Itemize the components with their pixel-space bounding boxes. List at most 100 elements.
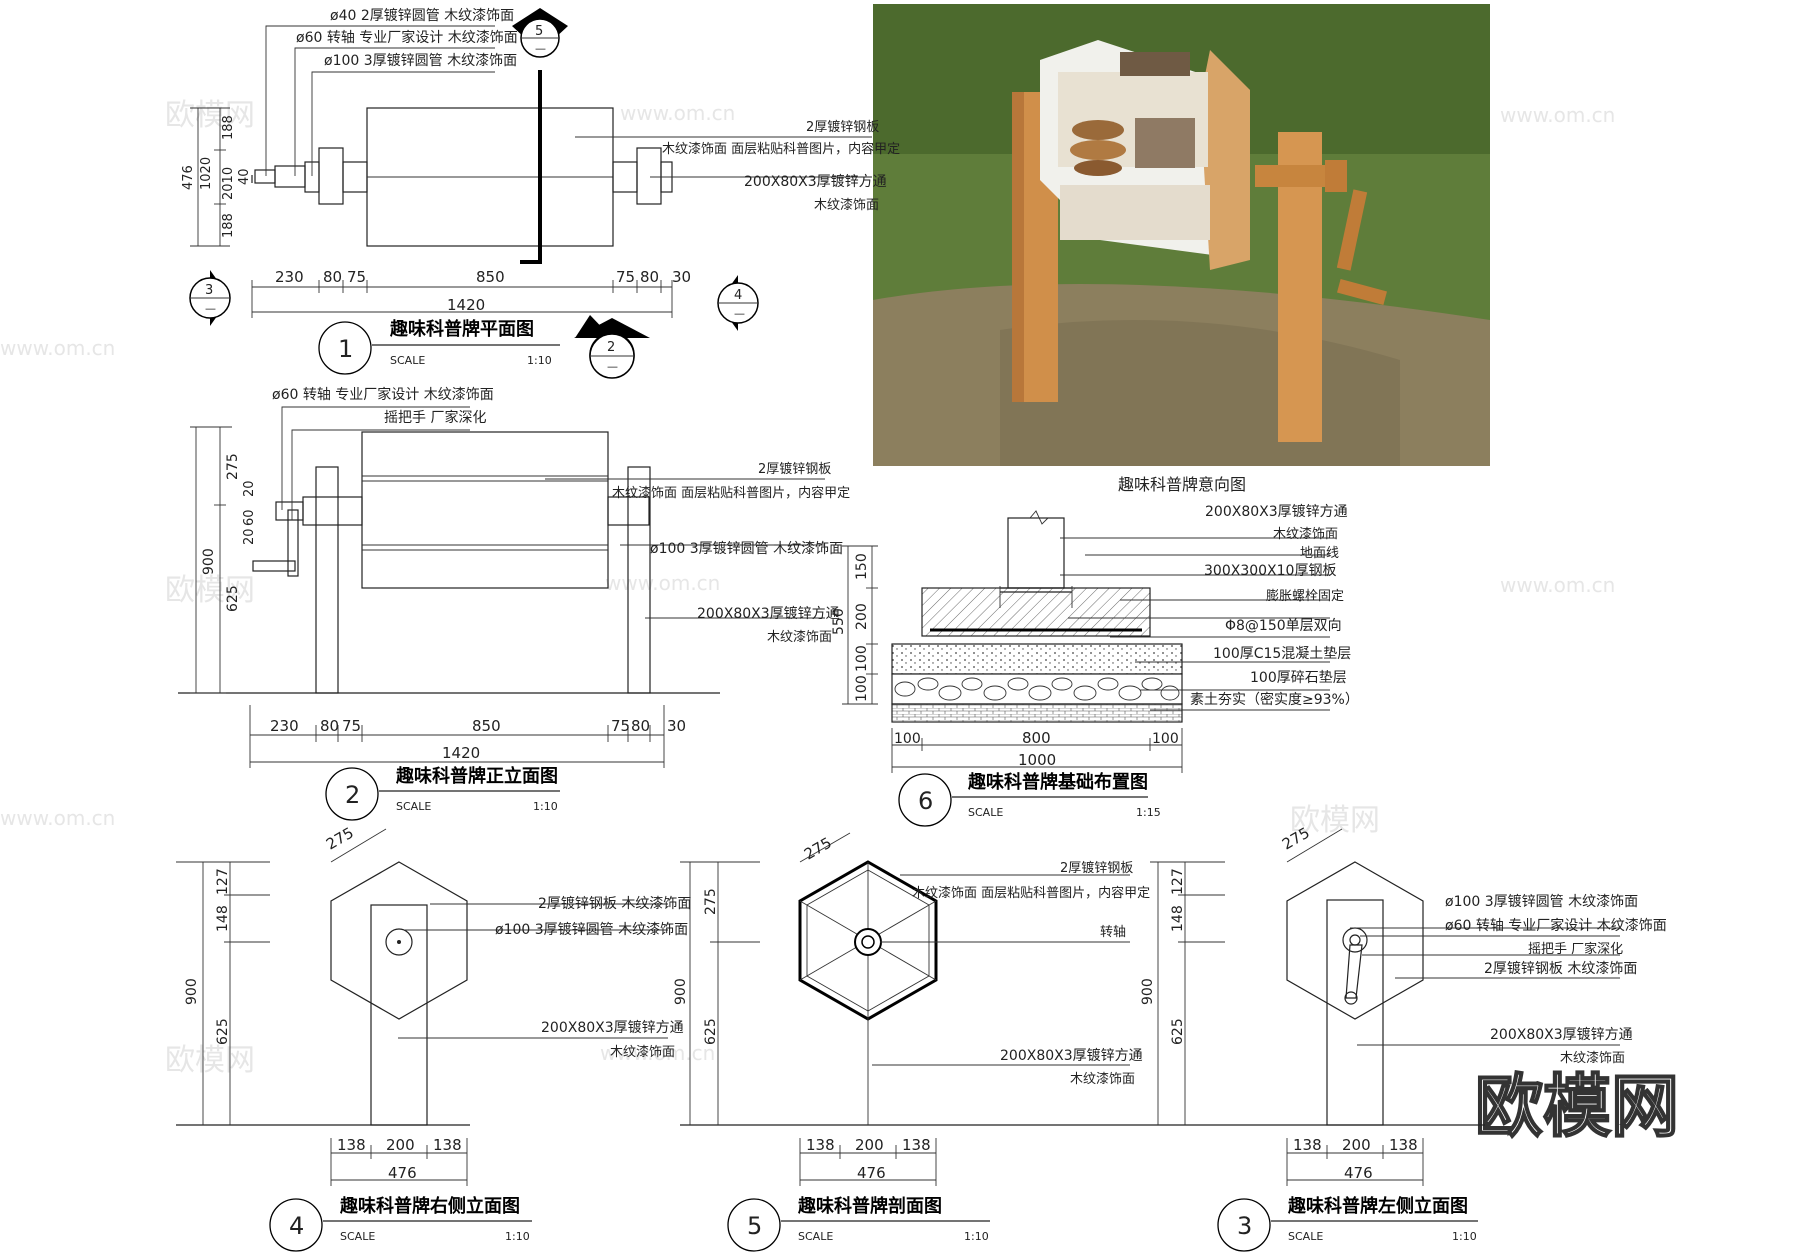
left-side-note: ø100 3厚镀锌圆管 木纹漆饰面 xyxy=(1445,893,1638,910)
left-side-note: 200X80X3厚镀锌方通 xyxy=(1490,1026,1633,1043)
left-side-dim: 138 xyxy=(1293,1136,1322,1154)
watermark-site: www.om.cn xyxy=(1500,103,1615,127)
front-dim: 20 xyxy=(242,480,257,497)
front-dim: 60 xyxy=(242,509,257,526)
front-dim: 80 xyxy=(631,717,650,735)
plan-note: ø60 转轴 专业厂家设计 木纹漆饰面 xyxy=(296,29,518,46)
svg-text:—: — xyxy=(535,42,546,55)
watermark-site: www.om.cn xyxy=(600,1041,715,1065)
front-number: 2 xyxy=(345,781,360,809)
left-side-elevation: 275 ø100 3厚镀锌圆管 木纹漆饰面 ø60 转轴 专业厂家设计 木纹漆饰… xyxy=(1140,824,1667,1252)
left-side-scale-label: SCALE xyxy=(1288,1230,1323,1243)
foundation-plan: 200X80X3厚镀锌方通 木纹漆饰面 地面线 300X300X10厚钢板 膨胀… xyxy=(831,503,1359,827)
foundation-note: 素土夯实（密实度≥93%） xyxy=(1190,691,1359,708)
front-dim: 75 xyxy=(342,717,361,735)
foundation-note: 300X300X10厚钢板 xyxy=(1204,563,1336,579)
right-side-dim: 127 xyxy=(215,868,231,895)
foundation-scale: 1:15 xyxy=(1136,806,1161,819)
plan-note: ø40 2厚镀锌圆管 木纹漆饰面 xyxy=(330,7,514,24)
left-side-dim: 200 xyxy=(1342,1136,1371,1154)
plan-dim: 80 xyxy=(323,268,342,286)
plan-dim: 188 xyxy=(221,213,236,238)
front-dim: 30 xyxy=(667,717,686,735)
front-note: ø100 3厚镀锌圆管 木纹漆饰面 xyxy=(650,540,843,557)
foundation-dim: 100 xyxy=(1152,731,1179,747)
left-side-note: 2厚镀锌钢板 木纹漆饰面 xyxy=(1484,960,1637,977)
front-note: 木纹漆饰面 xyxy=(767,629,832,645)
watermark-site: www.om.cn xyxy=(620,101,735,125)
section-view: 275 2厚镀锌钢板 木纹漆饰面 面层粘贴科普图片，内容甲定 转轴 200X80… xyxy=(673,832,1485,1252)
watermark-brand: 欧模网 xyxy=(165,98,255,133)
plan-dim: 850 xyxy=(476,268,505,286)
watermark-site: www.om.cn xyxy=(0,806,115,830)
plan-note: 木纹漆饰面 面层粘贴科普图片，内容甲定 xyxy=(662,141,900,157)
svg-text:3: 3 xyxy=(205,283,213,298)
svg-text:2: 2 xyxy=(607,340,615,355)
left-side-note: 木纹漆饰面 xyxy=(1560,1050,1625,1066)
front-note: 200X80X3厚镀锌方通 xyxy=(697,605,840,622)
left-side-scale: 1:10 xyxy=(1452,1230,1477,1243)
front-elevation: ø60 转轴 专业厂家设计 木纹漆饰面 摇把手 厂家深化 2厚镀锌钢板 木纹漆饰… xyxy=(178,386,850,821)
foundation-dim: 100 xyxy=(854,675,870,702)
photo-caption: 趣味科普牌意向图 xyxy=(1118,475,1246,494)
front-scale: 1:10 xyxy=(533,800,558,813)
plan-scale: 1:10 xyxy=(527,354,552,367)
front-dim: 850 xyxy=(472,717,501,735)
section-marker-5: 5 — xyxy=(512,8,568,58)
plan-dim: 2010 xyxy=(221,167,236,200)
section-dim-total: 476 xyxy=(857,1164,886,1182)
right-side-scale-label: SCALE xyxy=(340,1230,375,1243)
plan-dim: 476 xyxy=(181,165,196,190)
right-side-note: 200X80X3厚镀锌方通 xyxy=(541,1019,684,1036)
section-note: 2厚镀锌钢板 xyxy=(1060,860,1133,876)
front-dim: 75 xyxy=(611,717,630,735)
right-side-dim-total: 476 xyxy=(388,1164,417,1182)
right-side-note: 木纹漆饰面 xyxy=(610,1044,675,1060)
section-scale: 1:10 xyxy=(964,1230,989,1243)
right-side-dim: 138 xyxy=(337,1136,366,1154)
watermark-site: www.om.cn xyxy=(1500,573,1615,597)
plan-note: ø100 3厚镀锌圆管 木纹漆饰面 xyxy=(324,52,517,69)
front-note: ø60 转轴 专业厂家设计 木纹漆饰面 xyxy=(272,386,494,403)
section-dim: 625 xyxy=(703,1018,719,1045)
watermark-brand: 欧模网 xyxy=(1290,803,1380,838)
foundation-note: 100厚碎石垫层 xyxy=(1250,670,1347,686)
right-side-scale: 1:10 xyxy=(505,1230,530,1243)
front-note: 摇把手 厂家深化 xyxy=(384,409,486,426)
left-side-note: ø60 转轴 专业厂家设计 木纹漆饰面 xyxy=(1445,917,1667,934)
plan-dim-total: 1420 xyxy=(447,296,485,314)
front-dim-total: 1420 xyxy=(442,744,480,762)
front-dim: 625 xyxy=(225,585,241,612)
section-note: 木纹漆饰面 面层粘贴科普图片，内容甲定 xyxy=(912,885,1150,901)
right-side-dim: 138 xyxy=(433,1136,462,1154)
front-dim: 80 xyxy=(320,717,339,735)
reference-photo: 趣味科普牌意向图 xyxy=(873,4,1490,494)
foundation-scale-label: SCALE xyxy=(968,806,1003,819)
plan-note: 200X80X3厚镀锌方通 xyxy=(744,173,887,190)
section-marker-4: 4 — xyxy=(717,275,759,331)
front-dim: 275 xyxy=(225,453,241,480)
left-side-dim: 625 xyxy=(1170,1018,1186,1045)
plan-note: 木纹漆饰面 xyxy=(814,197,879,213)
foundation-title: 趣味科普牌基础布置图 xyxy=(967,771,1148,793)
left-side-dim: 138 xyxy=(1389,1136,1418,1154)
foundation-dim-total: 1000 xyxy=(1018,751,1056,769)
watermark-site: www.om.cn xyxy=(0,336,115,360)
foundation-dim: 200 xyxy=(854,603,870,630)
front-note: 2厚镀锌钢板 xyxy=(758,461,831,477)
right-side-note: 2厚镀锌钢板 木纹漆饰面 xyxy=(538,895,691,912)
right-side-dim: 148 xyxy=(215,905,231,932)
foundation-note: 地面线 xyxy=(1300,546,1339,561)
plan-dim: 80 xyxy=(640,268,659,286)
svg-text:—: — xyxy=(607,360,618,373)
foundation-note: 木纹漆饰面 xyxy=(1273,526,1338,542)
watermark-brand: 欧模网 xyxy=(165,573,255,608)
plan-scale-label: SCALE xyxy=(390,354,425,367)
left-side-dim-total: 476 xyxy=(1344,1164,1373,1182)
section-title: 趣味科普牌剖面图 xyxy=(797,1195,942,1217)
foundation-note: 100厚C15混凝土垫层 xyxy=(1213,646,1351,662)
right-side-elevation: 275 2厚镀锌钢板 木纹漆饰面 ø100 3厚镀锌圆管 木纹漆饰面 200X8… xyxy=(176,824,691,1252)
watermark-site: www.om.cn xyxy=(605,571,720,595)
right-side-number: 4 xyxy=(289,1212,304,1240)
